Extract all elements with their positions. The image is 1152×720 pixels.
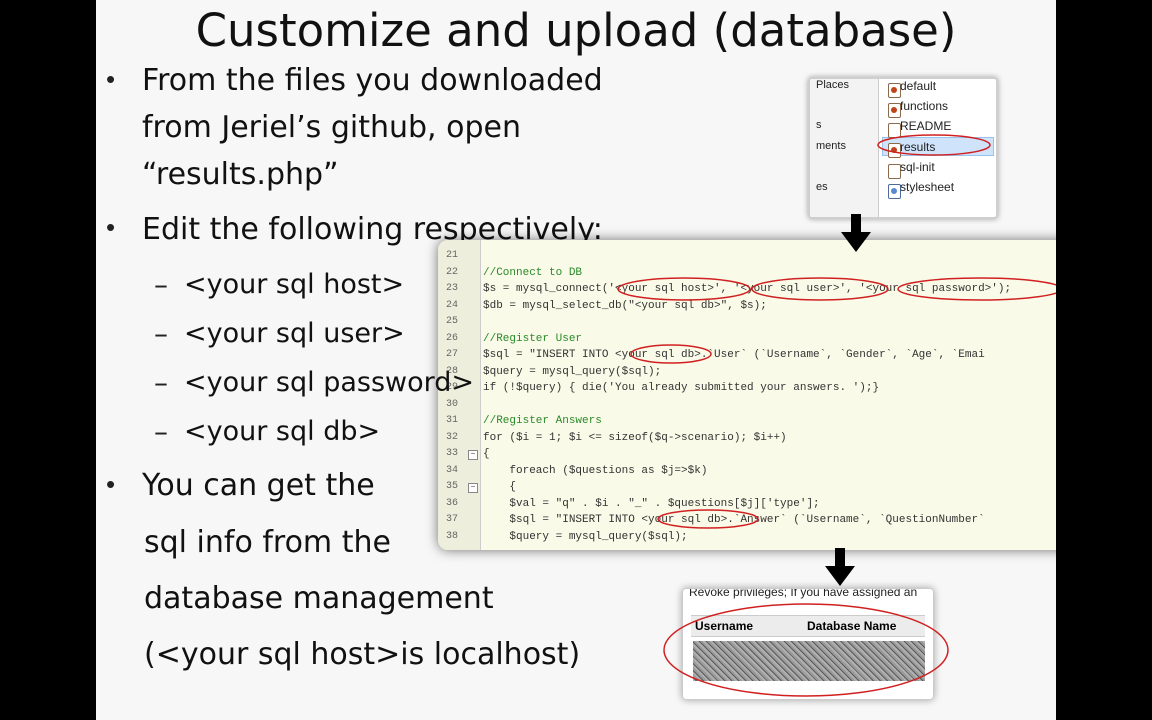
line-number: 31 [445, 415, 458, 426]
dash-marker: – [154, 366, 168, 399]
sidebar-label: ments [816, 140, 846, 152]
bullet-marker: • [106, 64, 116, 94]
database-management-screenshot: Revoke privileges; If you have assigned … [682, 588, 934, 700]
code-line: //Register Answers [483, 415, 602, 427]
line-number: 29 [445, 382, 458, 393]
line-number: 26 [445, 332, 458, 344]
file-item[interactable]: functions [900, 99, 949, 113]
line-number: 37 [445, 514, 458, 525]
fold-toggle-icon[interactable]: − [468, 483, 478, 493]
code-line: $query = mysql_query($sql); [483, 365, 662, 378]
bullet-3-line-4: (<your sql host>is localhost) [144, 637, 581, 672]
line-number: 28 [445, 365, 458, 377]
file-browser-sidebar: Places s ments es [810, 79, 879, 217]
line-number: 35 [445, 481, 458, 492]
fold-toggle-icon[interactable]: − [468, 450, 478, 460]
line-number: 30 [445, 398, 458, 410]
column-database-name: Database Name [807, 619, 897, 633]
db-panel-header: Revoke privileges; If you have assigned … [689, 588, 918, 599]
code-line: { [483, 448, 490, 460]
code-line: foreach ($questions as $j=>$k) [483, 464, 708, 477]
code-line: //Connect to DB [483, 266, 583, 279]
sub-item-password: <your sql password> [184, 367, 475, 398]
line-number: 24 [445, 299, 458, 311]
file-browser-screenshot: Places s ments es default functions READ… [808, 77, 998, 219]
css-file-icon [888, 184, 901, 199]
redacted-credentials [693, 641, 925, 681]
code-line: $db = mysql_select_db("<your sql db>", $… [483, 299, 767, 312]
file-item[interactable]: default [900, 79, 937, 93]
dash-marker: – [154, 317, 168, 350]
dash-marker: – [154, 268, 168, 301]
code-line: for ($i = 1; $i <= sizeof($q->scenario);… [483, 431, 787, 444]
bullet-3-line-3: database management [144, 581, 494, 616]
line-number: 21 [445, 250, 458, 261]
file-item[interactable]: stylesheet [900, 180, 955, 194]
code-line: $s = mysql_connect('<your sql host>', '<… [483, 283, 1012, 295]
line-number: 38 [445, 530, 458, 542]
php-file-icon [888, 103, 901, 118]
sidebar-label: es [816, 181, 828, 193]
code-line: $sql = "INSERT INTO <your sql db>.`User`… [483, 349, 985, 361]
code-line: $sql = "INSERT INTO <your sql db>.`Answe… [483, 514, 985, 526]
sub-item-user: <your sql user> [184, 318, 405, 349]
bullet-1-line-1: From the files you downloaded [142, 63, 603, 98]
file-item[interactable]: README [900, 119, 952, 133]
db-column-header-row: Username Database Name [691, 615, 925, 637]
sidebar-label: Places [816, 79, 850, 91]
line-number: 32 [445, 431, 458, 443]
file-item-selected[interactable]: results [900, 140, 936, 154]
php-file-icon [888, 83, 901, 98]
code-line: { [483, 481, 517, 493]
bullet-3-line-2: sql info from the [144, 525, 391, 560]
dash-marker: – [154, 415, 168, 448]
bullet-1-line-3: “results.php” [142, 157, 339, 192]
line-number: 34 [445, 464, 458, 476]
code-line: $val = "q" . $i . "_" . $questions[$j]['… [483, 497, 820, 510]
line-number: 27 [445, 349, 458, 360]
line-number: 36 [445, 497, 458, 509]
bullet-3-line-1: You can get the [142, 468, 375, 503]
code-line: //Register User [483, 332, 583, 345]
slide-title: Customize and upload (database) [195, 4, 957, 57]
code-line: $query = mysql_query($sql); [483, 530, 688, 543]
file-item[interactable]: sql-init [900, 160, 935, 174]
bullet-1-line-2: from Jeriel’s github, open [142, 110, 521, 145]
bullet-marker: • [106, 212, 116, 242]
line-number: 22 [445, 266, 458, 278]
sub-item-host: <your sql host> [184, 269, 405, 300]
line-number: 25 [445, 316, 458, 327]
line-number: 23 [445, 283, 458, 294]
text-file-icon [888, 164, 901, 179]
slide: Customize and upload (database) • From t… [96, 0, 1056, 720]
arrow-down-icon [825, 548, 855, 586]
sidebar-label: s [816, 119, 822, 131]
sub-item-db: <your sql db> [184, 416, 381, 447]
code-line: if (!$query) { die('You already submitte… [483, 382, 880, 394]
bullet-marker: • [106, 469, 116, 499]
line-number: 33 [445, 448, 458, 459]
column-username: Username [695, 619, 754, 633]
